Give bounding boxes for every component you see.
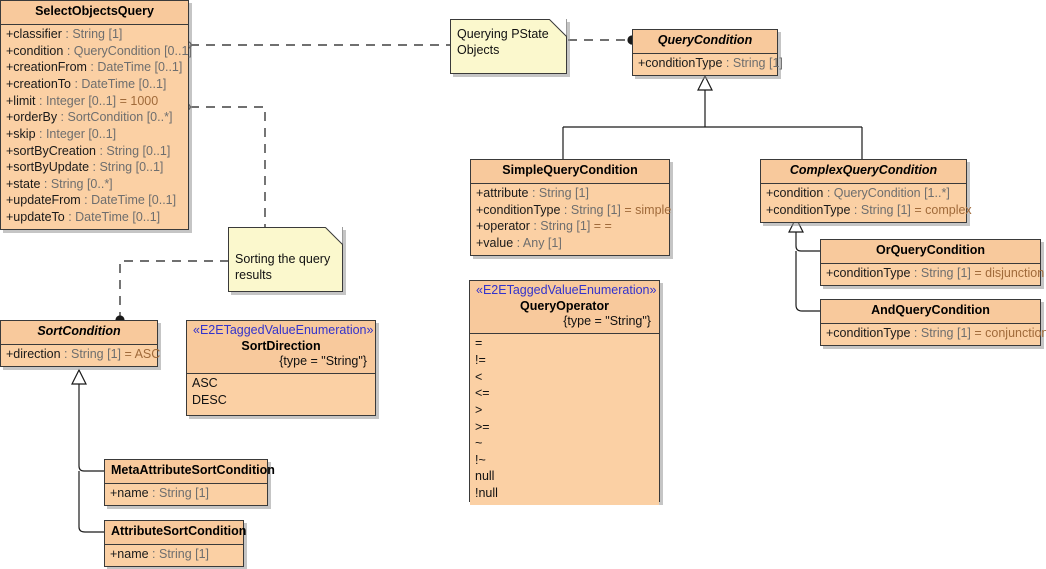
class-title-query-condition: QueryCondition bbox=[633, 30, 777, 54]
attribute-row: +creationFrom : DateTime [0..1] bbox=[6, 60, 183, 75]
attribute-row: +state : String [0..*] bbox=[6, 176, 113, 191]
class-simple-query-condition[interactable]: SimpleQueryCondition +attribute : String… bbox=[470, 159, 672, 257]
class-attributes-query-condition: +conditionType : String [1] bbox=[633, 53, 783, 76]
enumeration-tag: {type = "String"} bbox=[279, 354, 367, 369]
attribute-row: +condition : QueryCondition [0..1] bbox=[6, 43, 192, 58]
attribute-row: +limit : Integer [0..1] = 1000 bbox=[6, 93, 159, 108]
enum-literal: !null bbox=[475, 486, 498, 500]
class-attributes-select-objects-query: +classifier : String [1] +condition : Qu… bbox=[1, 24, 192, 230]
class-attributes-sort-condition: +direction : String [1] = ASC bbox=[1, 344, 161, 367]
attribute-row: +updateFrom : DateTime [0..1] bbox=[6, 193, 177, 208]
class-attributes-or-query-condition: +conditionType : String [1] = disjunctio… bbox=[821, 263, 1045, 286]
attribute-row: +updateTo : DateTime [0..1] bbox=[6, 210, 161, 224]
enum-literal: != bbox=[475, 353, 486, 367]
stereotype-label: «E2ETaggedValueEnumeration» bbox=[476, 283, 657, 297]
generalization-querycondition bbox=[562, 90, 863, 160]
enumeration-title-query-operator: QueryOperator bbox=[520, 298, 609, 313]
enum-literal: DESC bbox=[192, 393, 227, 407]
connector-note-sorting-top bbox=[190, 106, 266, 228]
enum-literal: > bbox=[475, 402, 483, 417]
attribute-row: +direction : String [1] = ASC bbox=[6, 347, 161, 362]
generalization-arrow-querycondition bbox=[697, 74, 713, 91]
class-sort-condition[interactable]: SortCondition +direction : String [1] = … bbox=[0, 320, 161, 368]
enum-literal: <= bbox=[475, 386, 490, 401]
enum-literal: ~ bbox=[475, 436, 483, 451]
attribute-row: +conditionType : String [1] = disjunctio… bbox=[826, 266, 1045, 281]
attribute-row: +conditionType : String [1] = conjunctio… bbox=[826, 326, 1046, 341]
class-attributes-and-query-condition: +conditionType : String [1] = conjunctio… bbox=[821, 323, 1046, 346]
enumeration-title-sort-direction: SortDirection bbox=[241, 338, 321, 353]
enum-literal: = bbox=[475, 336, 483, 351]
enumeration-literals-query-operator: = != < <= > >= ~ !~ null !null bbox=[470, 333, 659, 506]
enum-literal: null bbox=[475, 469, 495, 484]
note-text: Sorting the query results bbox=[235, 252, 331, 283]
class-complex-query-condition[interactable]: ComplexQueryCondition +condition : Query… bbox=[760, 159, 972, 223]
class-title-simple-query-condition: SimpleQueryCondition bbox=[471, 160, 669, 184]
class-title-select-objects-query: SelectObjectsQuery bbox=[1, 1, 188, 25]
class-and-query-condition[interactable]: AndQueryCondition +conditionType : Strin… bbox=[820, 299, 1046, 347]
class-title-or-query-condition: OrQueryCondition bbox=[821, 240, 1040, 264]
attribute-row: +conditionType : String [1] = simple bbox=[476, 202, 672, 217]
enum-literal: < bbox=[475, 369, 483, 384]
class-select-objects-query[interactable]: SelectObjectsQuery +classifier : String … bbox=[0, 0, 192, 231]
enumeration-header-query-operator: «E2ETaggedValueEnumeration» QueryOperato… bbox=[470, 281, 659, 334]
class-attributes-complex-query-condition: +condition : QueryCondition [1..*] +cond… bbox=[761, 183, 972, 222]
connector-note-sorting-bottom bbox=[119, 260, 229, 317]
enumeration-query-operator[interactable]: «E2ETaggedValueEnumeration» QueryOperato… bbox=[469, 280, 660, 506]
enum-literal: !~ bbox=[475, 452, 486, 467]
attribute-row: +sortByCreation : String [0..1] bbox=[6, 143, 171, 158]
attribute-row: +value : Any [1] bbox=[476, 236, 562, 250]
class-meta-attribute-sort-condition[interactable]: MetaAttributeSortCondition +name : Strin… bbox=[104, 459, 275, 507]
class-title-attribute-sort-condition: AttributeSortCondition bbox=[105, 521, 246, 545]
note-sorting-results[interactable]: Sorting the query results bbox=[228, 227, 343, 292]
attribute-row: +attribute : String [1] bbox=[476, 186, 589, 201]
generalization-complexquerycondition bbox=[795, 232, 820, 312]
class-attributes-simple-query-condition: +attribute : String [1] +conditionType :… bbox=[471, 183, 672, 256]
attribute-row: +name : String [1] bbox=[110, 486, 210, 501]
class-title-meta-attribute-sort-condition: MetaAttributeSortCondition bbox=[105, 460, 275, 484]
generalization-sortcondition bbox=[78, 384, 104, 533]
note-text: Querying PState Objects bbox=[457, 27, 549, 58]
attribute-row: +conditionType : String [1] = complex bbox=[766, 202, 972, 217]
attribute-row: +skip : Integer [0..1] bbox=[6, 126, 117, 141]
stereotype-label: «E2ETaggedValueEnumeration» bbox=[193, 323, 374, 337]
class-attributes-attribute-sort-condition: +name : String [1] bbox=[105, 544, 243, 567]
class-title-sort-condition: SortCondition bbox=[1, 321, 157, 345]
class-attribute-sort-condition[interactable]: AttributeSortCondition +name : String [1… bbox=[104, 520, 246, 568]
enumeration-tag: {type = "String"} bbox=[563, 314, 651, 329]
class-attributes-meta-attribute-sort-condition: +name : String [1] bbox=[105, 483, 267, 506]
class-or-query-condition[interactable]: OrQueryCondition +conditionType : String… bbox=[820, 239, 1045, 287]
attribute-row: +operator : String [1] = = bbox=[476, 219, 612, 234]
class-title-and-query-condition: AndQueryCondition bbox=[821, 300, 1040, 324]
enumeration-literals-sort-direction: ASC DESC bbox=[187, 373, 375, 413]
attribute-row: +sortByUpdate : String [0..1] bbox=[6, 160, 164, 175]
attribute-row: +condition : QueryCondition [1..*] bbox=[766, 186, 950, 201]
attribute-row: +conditionType : String [1] bbox=[638, 56, 783, 71]
enumeration-sort-direction[interactable]: «E2ETaggedValueEnumeration» SortDirectio… bbox=[186, 320, 376, 416]
generalization-arrow-sortcondition bbox=[71, 368, 87, 385]
attribute-row: +orderBy : SortCondition [0..*] bbox=[6, 110, 173, 125]
attribute-row: +creationTo : DateTime [0..1] bbox=[6, 77, 167, 91]
class-query-condition[interactable]: QueryCondition +conditionType : String [… bbox=[632, 29, 783, 77]
attribute-row: +classifier : String [1] bbox=[6, 27, 123, 42]
enum-literal: >= bbox=[475, 419, 490, 434]
attribute-row: +name : String [1] bbox=[110, 547, 210, 562]
class-title-complex-query-condition: ComplexQueryCondition bbox=[761, 160, 966, 184]
enum-literal: ASC bbox=[192, 376, 218, 391]
enumeration-header-sort-direction: «E2ETaggedValueEnumeration» SortDirectio… bbox=[187, 321, 375, 374]
note-querying-pstate-objects[interactable]: Querying PState Objects bbox=[450, 19, 567, 74]
